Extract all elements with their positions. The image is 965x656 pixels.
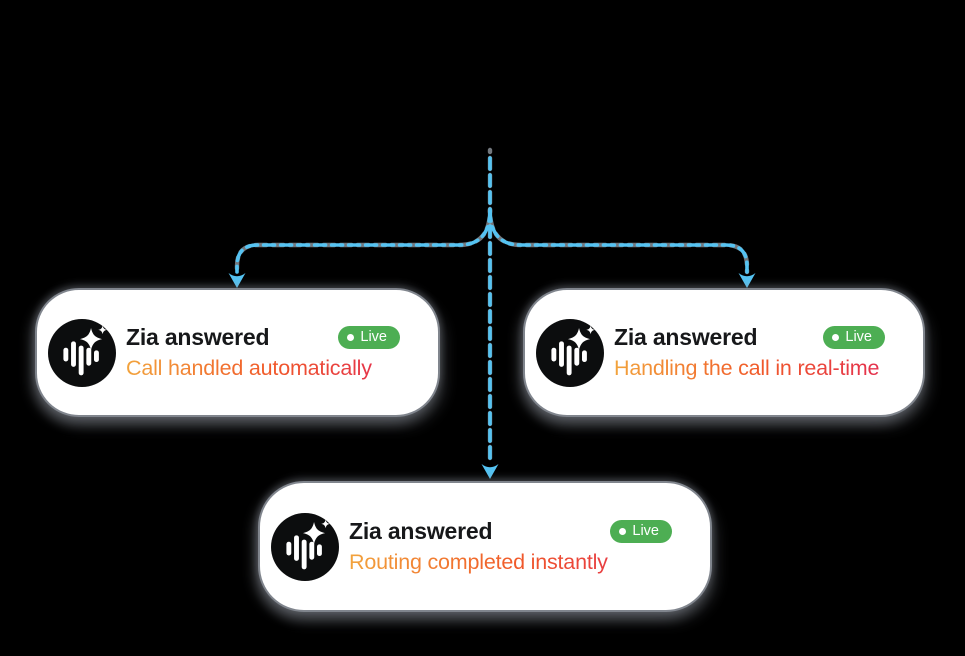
card-title-row: Zia answered Live bbox=[126, 324, 422, 351]
live-badge-label: Live bbox=[360, 329, 387, 346]
live-dot-icon bbox=[347, 334, 355, 341]
live-dot-icon bbox=[619, 528, 627, 535]
notification-card-bottom: Zia answered Live Routing completed inst… bbox=[258, 481, 712, 612]
card-body: Zia answered Live Routing completed inst… bbox=[349, 518, 694, 575]
card-title: Zia answered bbox=[349, 518, 493, 544]
card-body: Zia answered Live Handling the call in r… bbox=[614, 324, 915, 381]
live-badge: Live bbox=[610, 520, 672, 543]
live-badge: Live bbox=[823, 326, 885, 349]
card-subtitle: Routing completed instantly bbox=[349, 550, 694, 575]
right-branch-line-shadow bbox=[487, 207, 750, 275]
card-title-row: Zia answered Live bbox=[349, 518, 694, 545]
live-badge: Live bbox=[338, 326, 400, 349]
card-subtitle: Call handled automatically bbox=[126, 356, 422, 381]
live-dot-icon bbox=[832, 334, 840, 341]
arrowhead-down-icon bbox=[228, 273, 246, 288]
zia-sparkle-waveform-icon bbox=[48, 318, 116, 387]
card-title: Zia answered bbox=[614, 324, 758, 350]
left-branch-line-shadow bbox=[234, 207, 493, 275]
card-title: Zia answered bbox=[126, 324, 270, 350]
notification-card-left: Zia answered Live Call handled automatic… bbox=[35, 288, 440, 417]
left-branch-line bbox=[235, 208, 492, 274]
notification-card-right: Zia answered Live Handling the call in r… bbox=[523, 288, 925, 417]
card-subtitle: Handling the call in real-time bbox=[614, 356, 915, 381]
live-badge-label: Live bbox=[845, 329, 872, 346]
arrowhead-down-icon bbox=[481, 464, 499, 479]
zia-sparkle-waveform-icon bbox=[536, 318, 604, 387]
right-branch-line bbox=[488, 208, 749, 274]
card-title-row: Zia answered Live bbox=[614, 324, 915, 351]
card-body: Zia answered Live Call handled automatic… bbox=[126, 324, 422, 381]
zia-sparkle-waveform-icon bbox=[271, 512, 339, 581]
arrowhead-down-icon bbox=[738, 273, 756, 288]
live-badge-label: Live bbox=[632, 523, 659, 540]
